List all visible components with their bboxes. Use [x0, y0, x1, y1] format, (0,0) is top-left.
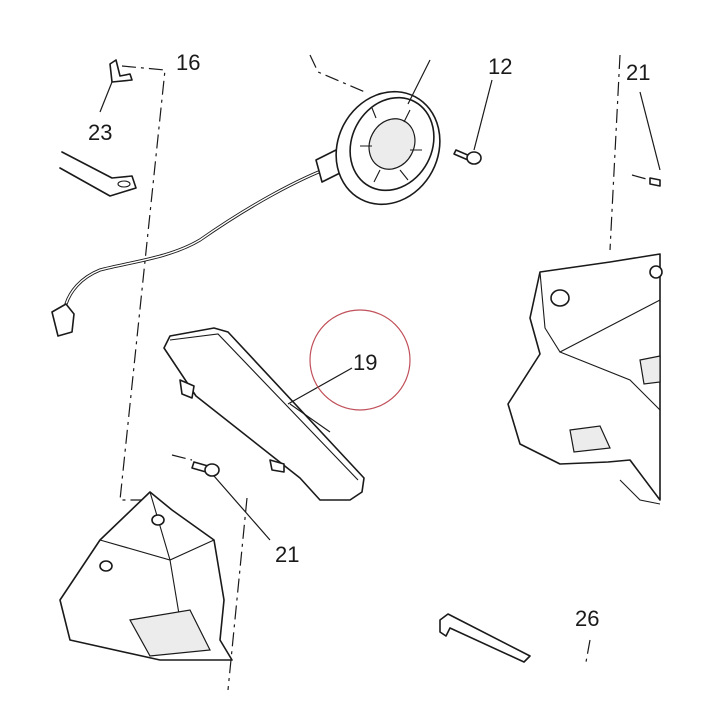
highlight-circle: [309, 309, 411, 411]
part-ring-assembly: [51, 59, 441, 337]
callout-21-top: 21: [626, 60, 650, 85]
part-26-rod: [439, 613, 531, 663]
part-21-screw-middle: [191, 461, 271, 541]
part-23-hook: [99, 59, 133, 113]
part-21-screw-top: [639, 91, 661, 187]
part-19-strip-cover: [163, 327, 365, 501]
callout-12: 12: [488, 54, 512, 79]
callout-19: 19: [353, 350, 377, 375]
assembly-dash-lines: [119, 54, 651, 691]
lower-left-housing: [59, 491, 233, 661]
callout-16: 16: [176, 50, 200, 75]
callout-21-middle: 21: [275, 542, 299, 567]
right-housing: [507, 253, 663, 505]
left-bracket: [59, 151, 137, 197]
part-12-screw: [453, 79, 493, 165]
callout-23: 23: [88, 120, 112, 145]
callout-26: 26: [575, 606, 599, 631]
